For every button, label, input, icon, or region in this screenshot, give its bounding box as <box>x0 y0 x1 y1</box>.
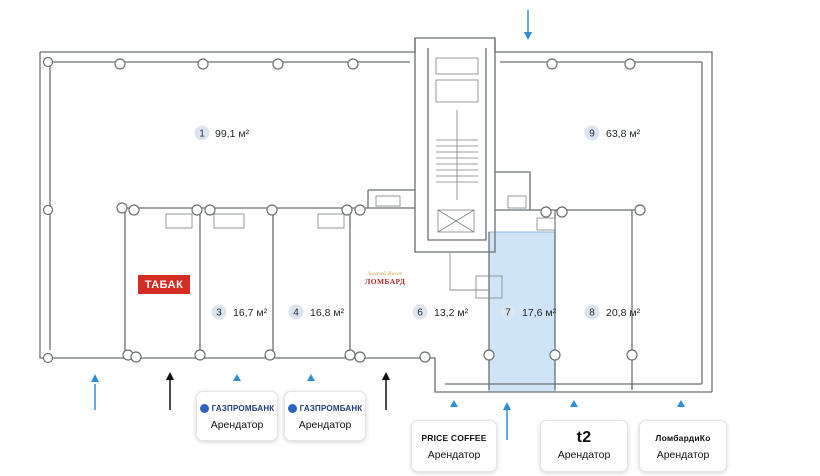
room-label-4[interactable]: 4 16,8 м² <box>288 304 345 320</box>
tenant-card-t2[interactable]: t2 Арендатор <box>540 420 628 472</box>
lombard-sign: Золотой Жилет ЛОМБАРД <box>360 272 410 286</box>
lombardiko-logo-icon: ЛомбардиКо <box>655 433 711 443</box>
svg-text:1: 1 <box>199 129 205 140</box>
stair-core <box>414 38 496 253</box>
lombard-sign-main: ЛОМБАРД <box>364 277 406 286</box>
svg-text:99,1 м²: 99,1 м² <box>215 128 250 140</box>
svg-text:63,8 м²: 63,8 м² <box>606 128 641 140</box>
outer-walls <box>39 37 713 393</box>
room-label-1[interactable]: 1 99,1 м² <box>194 125 250 141</box>
room-label-3[interactable]: 3 16,7 м² <box>211 304 268 320</box>
tenant-role: Арендатор <box>557 449 611 461</box>
tenant-role: Арендатор <box>298 419 352 431</box>
svg-text:9: 9 <box>589 129 595 140</box>
partitions <box>122 171 640 390</box>
svg-text:7: 7 <box>505 308 511 319</box>
entrance-arrows <box>91 10 685 440</box>
tenant-card-lombardiko[interactable]: ЛомбардиКо Арендатор <box>639 420 727 472</box>
tenant-role: Арендатор <box>427 449 481 461</box>
tenant-card-price-coffee[interactable]: PRICE COFFEE Арендатор <box>411 420 497 472</box>
svg-text:20,8 м²: 20,8 м² <box>606 307 641 319</box>
tenant-role: Арендатор <box>656 449 710 461</box>
svg-text:16,8 м²: 16,8 м² <box>310 307 345 319</box>
room-label-7[interactable]: 7 17,6 м² <box>500 304 557 320</box>
room-label-8[interactable]: 8 20,8 м² <box>584 304 641 320</box>
room-label-6[interactable]: 6 13,2 м² <box>412 304 469 320</box>
svg-text:13,2 м²: 13,2 м² <box>434 307 469 319</box>
svg-text:16,7 м²: 16,7 м² <box>233 307 268 319</box>
gazprombank-logo-icon: ГАЗПРОМБАНК <box>287 401 363 415</box>
tenant-card-gazprombank-2[interactable]: ГАЗПРОМБАНК Арендатор <box>284 391 366 441</box>
svg-text:8: 8 <box>589 308 595 319</box>
svg-text:4: 4 <box>293 308 299 319</box>
svg-text:6: 6 <box>417 308 423 319</box>
room-7-highlight[interactable] <box>488 231 556 393</box>
t2-logo-icon: t2 <box>576 429 592 446</box>
service-arrows <box>166 372 390 410</box>
svg-text:3: 3 <box>216 308 222 319</box>
tenant-role: Арендатор <box>210 419 264 431</box>
svg-text:17,6 м²: 17,6 м² <box>522 307 557 319</box>
price-coffee-logo-icon: PRICE COFFEE <box>421 433 487 443</box>
tenant-card-gazprombank-1[interactable]: ГАЗПРОМБАНК Арендатор <box>196 391 278 441</box>
tabak-sign: ТАБАК <box>138 275 190 294</box>
columns <box>42 56 646 364</box>
gazprombank-logo-icon: ГАЗПРОМБАНК <box>199 401 275 415</box>
lombard-sign-top: Золотой Жилет <box>367 272 403 277</box>
room-label-9[interactable]: 9 63,8 м² <box>584 125 641 141</box>
